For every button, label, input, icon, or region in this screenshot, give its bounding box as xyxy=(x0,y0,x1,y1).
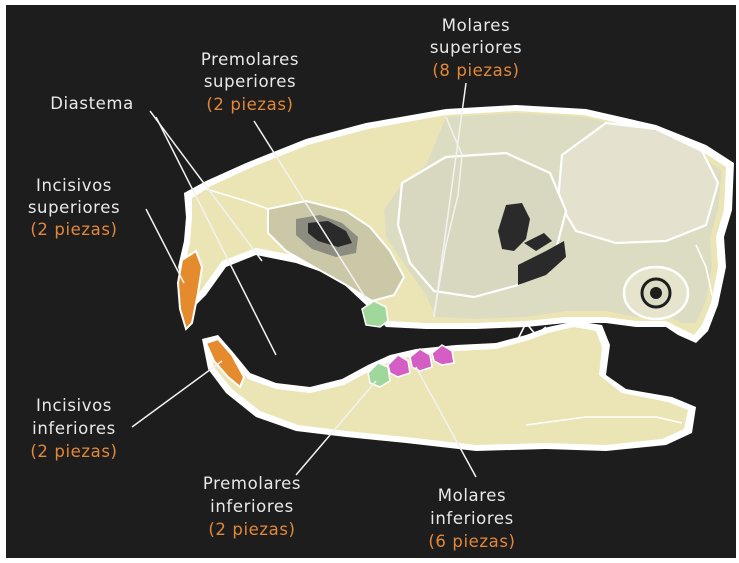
label-molares-inferiores: Molares inferiores (6 piezas) xyxy=(428,486,515,551)
label-incisivos-inferiores: Incisivos inferiores (2 piezas) xyxy=(30,396,117,461)
label-molares-superiores: Molares superiores (8 piezas) xyxy=(430,16,522,80)
upper-skull xyxy=(178,105,734,343)
label-molares-superiores-count: (8 piezas) xyxy=(432,61,519,80)
label-molares-superiores-title: Molares xyxy=(442,16,510,35)
label-premolares-inferiores-count: (2 piezas) xyxy=(208,520,295,539)
label-premolares-superiores-count: (2 piezas) xyxy=(206,95,293,114)
label-incisivos-inferiores-count: (2 piezas) xyxy=(30,442,117,461)
label-incisivos-inferiores-subtitle: inferiores xyxy=(32,419,116,438)
label-molares-inferiores-title: Molares xyxy=(438,486,506,505)
pointer-incisivos-inferiores xyxy=(132,361,222,427)
label-premolares-inferiores: Premolares inferiores (2 piezas) xyxy=(203,474,301,539)
mandible xyxy=(202,321,696,451)
label-diastema-title: Diastema xyxy=(50,94,134,113)
rodent-skull-diagram: Molares superiores (8 piezas) Premolares… xyxy=(6,5,736,558)
ear-canal xyxy=(650,287,662,299)
label-diastema: Diastema xyxy=(50,94,134,113)
label-premolares-superiores-title: Premolares xyxy=(201,50,299,69)
label-incisivos-inferiores-title: Incisivos xyxy=(36,396,112,415)
label-premolares-inferiores-subtitle: inferiores xyxy=(210,497,294,516)
label-molares-inferiores-count: (6 piezas) xyxy=(428,532,515,551)
label-premolares-superiores-subtitle: superiores xyxy=(204,72,296,91)
label-incisivos-superiores: Incisivos superiores (2 piezas) xyxy=(28,176,120,239)
label-premolares-superiores: Premolares superiores (2 piezas) xyxy=(201,50,299,114)
label-molares-superiores-subtitle: superiores xyxy=(430,38,522,57)
label-incisivos-superiores-title: Incisivos xyxy=(36,176,112,195)
label-molares-inferiores-subtitle: inferiores xyxy=(430,509,514,528)
label-premolares-inferiores-title: Premolares xyxy=(203,474,301,493)
label-incisivos-superiores-count: (2 piezas) xyxy=(30,220,117,239)
diagram-canvas: Molares superiores (8 piezas) Premolares… xyxy=(6,5,736,558)
label-incisivos-superiores-subtitle: superiores xyxy=(28,198,120,217)
upper-incisor xyxy=(178,251,202,329)
pointer-incisivos-superiores xyxy=(146,209,184,283)
